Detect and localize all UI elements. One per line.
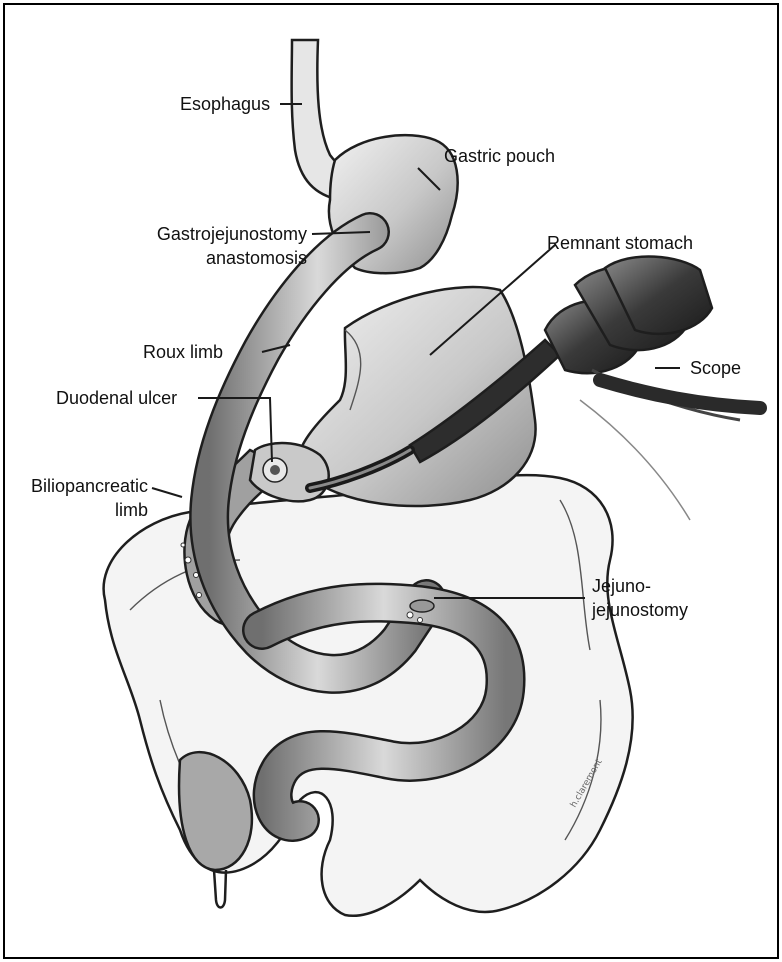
label-scope: Scope xyxy=(690,358,741,378)
label-duodenal-ulcer: Duodenal ulcer xyxy=(56,388,177,408)
ulcer-marking xyxy=(263,458,287,482)
label-gastrojejunostomy-line2: anastomosis xyxy=(206,248,307,268)
label-gastric-pouch: Gastric pouch xyxy=(444,146,555,166)
label-roux-limb: Roux limb xyxy=(143,342,223,362)
label-jejuno-line2: jejunostomy xyxy=(591,600,688,620)
label-esophagus: Esophagus xyxy=(180,94,270,114)
label-biliopancreatic-line1: Biliopancreatic xyxy=(31,476,148,496)
label-biliopancreatic-line2: limb xyxy=(115,500,148,520)
label-remnant-stomach: Remnant stomach xyxy=(547,233,693,253)
label-jejuno-line1: Jejuno- xyxy=(592,576,651,596)
label-gastrojejunostomy-line1: Gastrojejunostomy xyxy=(157,224,307,244)
